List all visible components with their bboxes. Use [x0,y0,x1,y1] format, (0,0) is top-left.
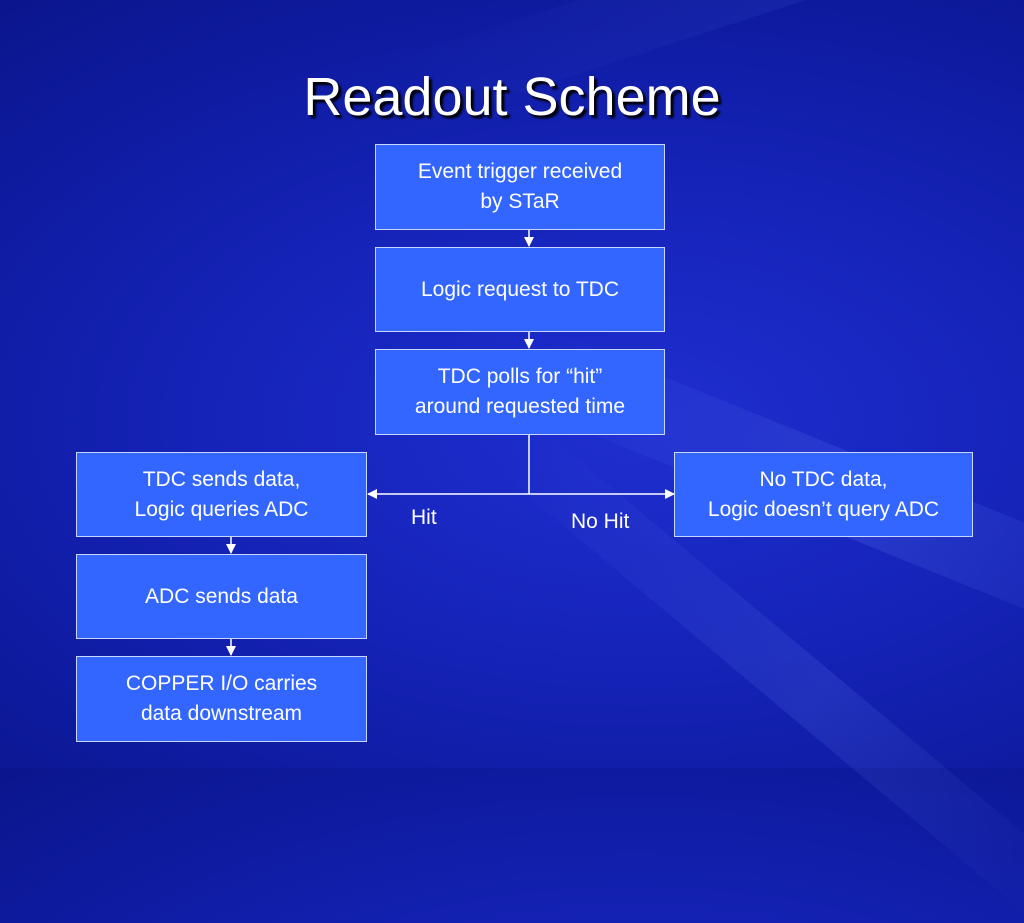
node-logic-request: Logic request to TDC [375,247,665,332]
node-no-tdc-data: No TDC data, Logic doesn’t query ADC [674,452,973,537]
node-tdc-polls: TDC polls for “hit” around requested tim… [375,349,665,435]
node-tdc-sends: TDC sends data, Logic queries ADC [76,452,367,537]
flowchart-connectors [226,237,675,656]
node-copper-io: COPPER I/O carries data downstream [76,656,367,742]
node-adc-sends: ADC sends data [76,554,367,639]
node-event-trigger: Event trigger received by STaR [375,144,665,230]
edge-label-hit: Hit [411,506,437,529]
slide-title: Readout Scheme [303,67,721,127]
edge-label-no-hit: No Hit [571,510,630,533]
